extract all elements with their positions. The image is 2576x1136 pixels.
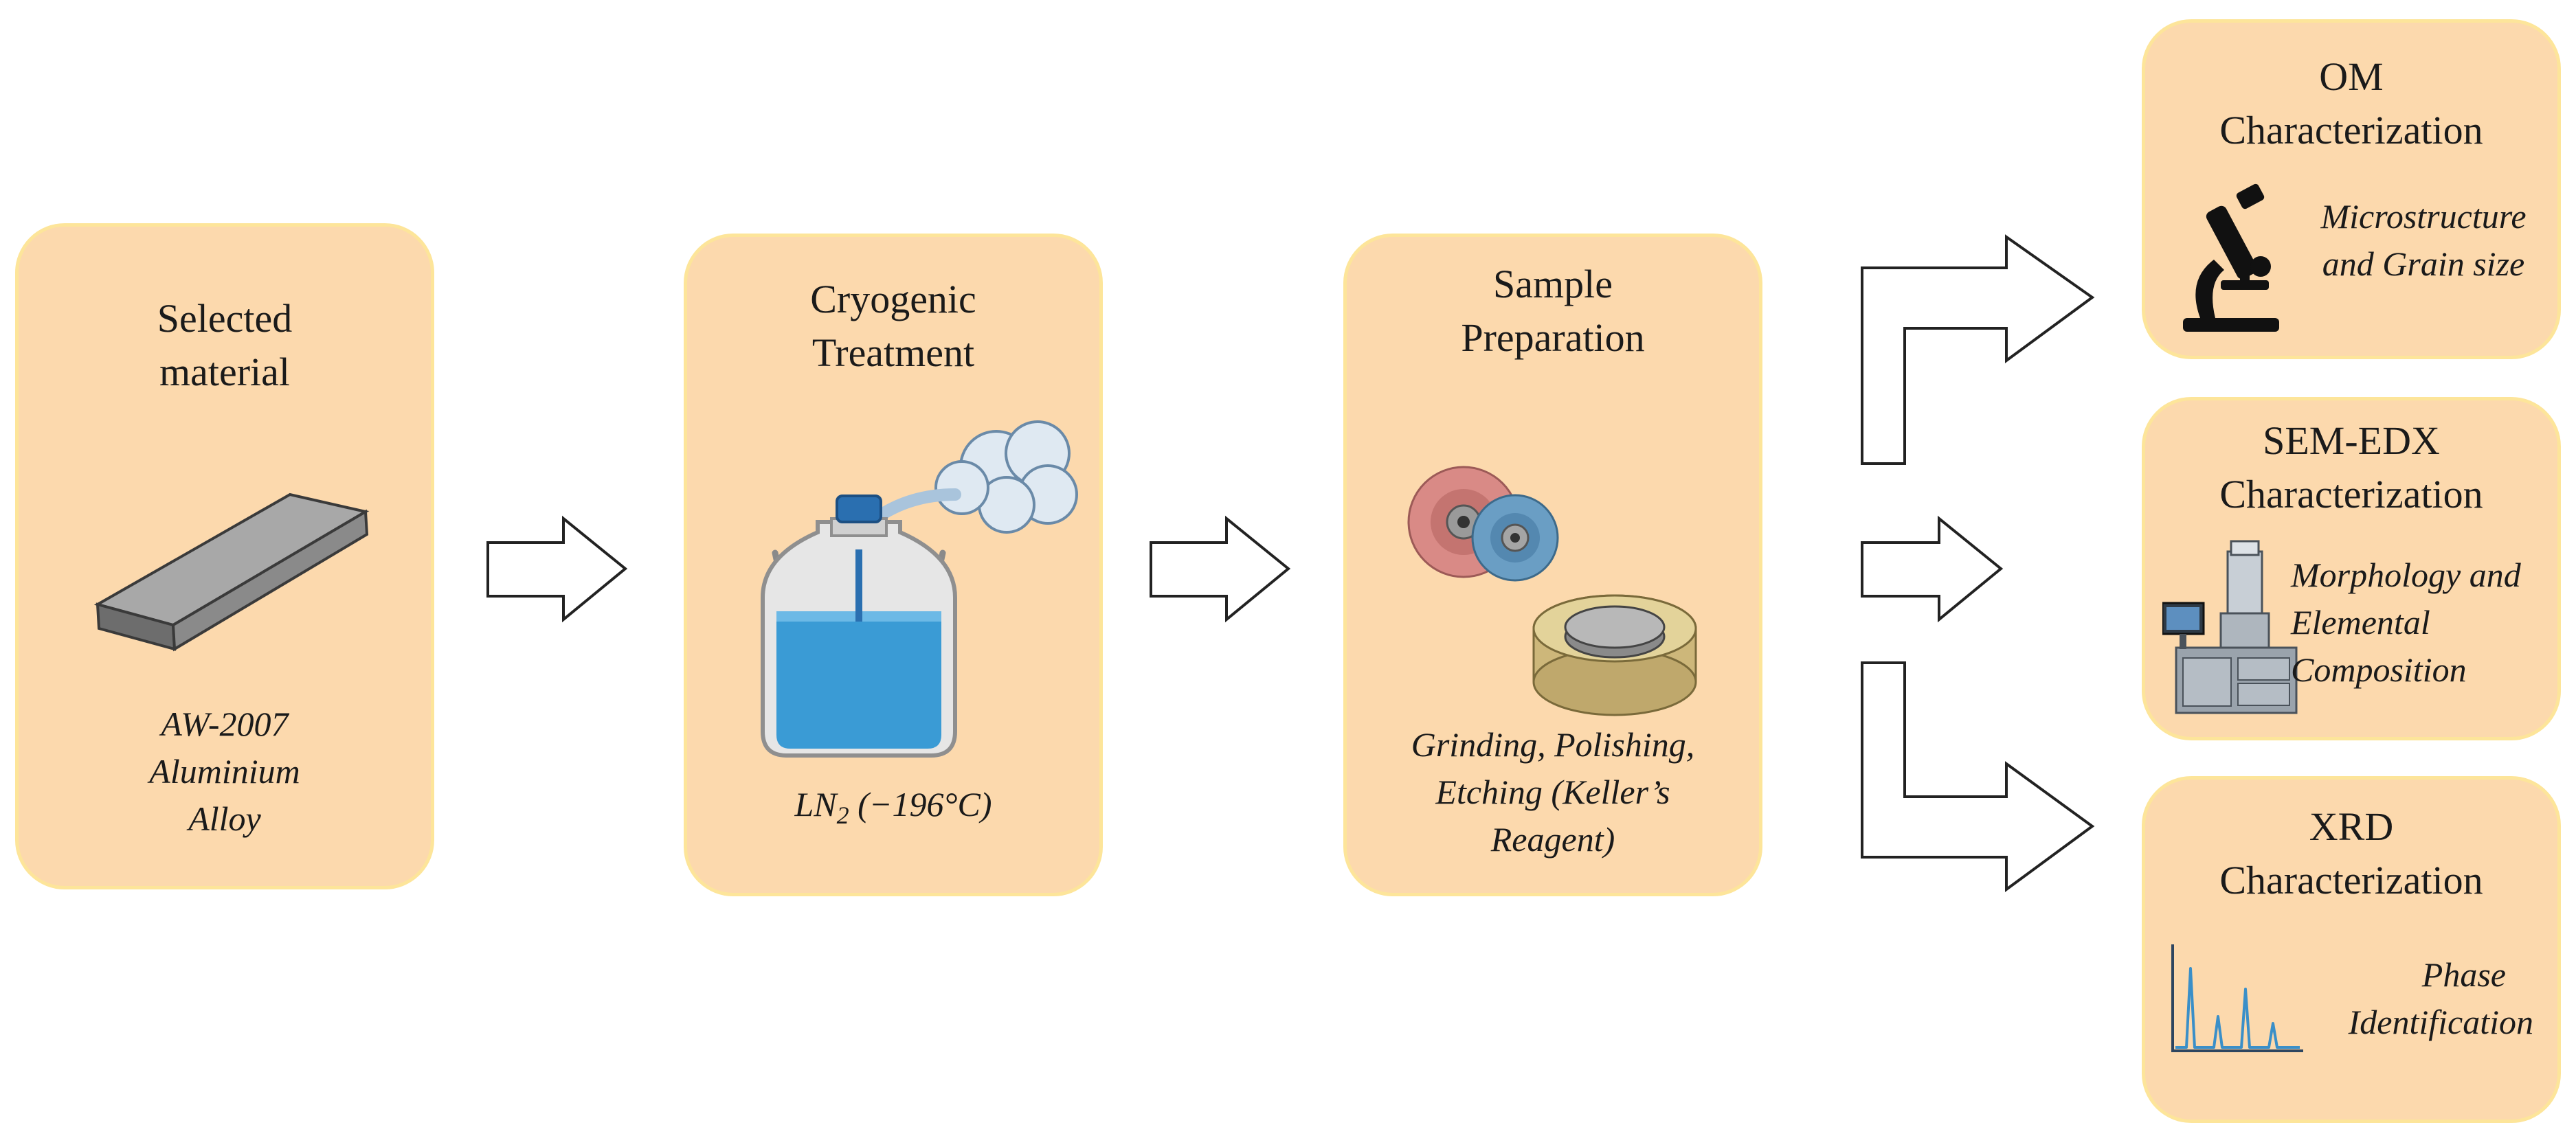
sample-preparation-subtitle: Grinding, Polishing, Etching (Keller’s R… xyxy=(1411,725,1695,859)
arrow-down-right-xrd xyxy=(1861,661,2095,892)
microscope-icon xyxy=(2183,183,2279,332)
om-characterization-title: OM Characterization xyxy=(2219,54,2483,153)
sem-edx-characterization-title: SEM-EDX Characterization xyxy=(2219,418,2483,517)
sample-preparation-title: Sample Preparation xyxy=(1461,262,1645,361)
aluminium-bar-icon xyxy=(93,492,370,652)
vapor-cloud-icon xyxy=(934,420,1078,534)
diffraction-pattern-icon xyxy=(2171,944,2303,1052)
grinding-discs-icon xyxy=(1407,466,1697,716)
selected-material-box: Selected material AW-2007 Aluminium Allo… xyxy=(15,223,434,889)
cryogenic-treatment-subtitle: LN2 (−196°C) xyxy=(794,785,992,829)
sample-preparation-box: Sample Preparation Grinding, Polish xyxy=(1343,234,1762,896)
arrow-up-right-om xyxy=(1861,234,2095,465)
sem-edx-characterization-subtitle: Morphology and Elemental Composition xyxy=(2291,556,2521,689)
cryogenic-treatment-title: Cryogenic Treatment xyxy=(810,277,976,376)
sem-edx-characterization-box: SEM-EDX Characterization Morphology and … xyxy=(2142,397,2561,740)
om-characterization-box: OM Characterization Microstructure and G… xyxy=(2142,19,2561,359)
om-characterization-subtitle: Microstructure and Grain size xyxy=(2320,197,2527,283)
selected-material-title: Selected material xyxy=(157,296,293,395)
arrow-right-sem xyxy=(1861,515,2004,623)
xrd-characterization-title: XRD Characterization xyxy=(2219,804,2483,903)
liquid-nitrogen-dewar-icon xyxy=(761,420,1078,758)
xrd-characterization-box: XRD Characterization Phase Identificatio… xyxy=(2142,776,2561,1123)
arrow-right-2 xyxy=(1150,515,1291,623)
cryogenic-treatment-box: Cryogenic Treatment xyxy=(684,234,1103,896)
selected-material-subtitle: AW-2007 Aluminium Alloy xyxy=(149,705,300,838)
arrow-right-1 xyxy=(486,515,628,623)
xrd-characterization-subtitle: Phase Identification xyxy=(2348,955,2533,1041)
electron-microscope-icon xyxy=(2162,540,2298,714)
